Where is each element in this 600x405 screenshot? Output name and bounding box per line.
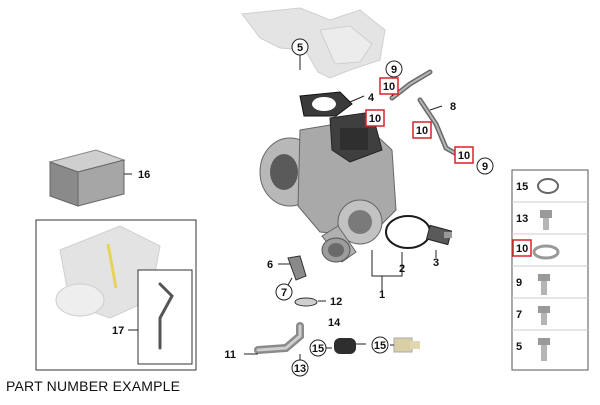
legend-item-5: 5 [516, 341, 522, 353]
svg-text:15: 15 [374, 340, 386, 352]
callout-10-top: 10 [379, 77, 399, 95]
callout-8: 8 [450, 101, 456, 113]
svg-text:10: 10 [369, 113, 381, 125]
callout-17: 17 [112, 325, 124, 337]
svg-text:6: 6 [267, 259, 273, 271]
legend-item-13: 13 [516, 213, 528, 225]
svg-text:17: 17 [112, 325, 124, 337]
callout-9-bottom: 9 [476, 157, 494, 175]
svg-text:1: 1 [379, 289, 385, 301]
fastener-legend-panel [511, 169, 589, 371]
callout-6: 6 [267, 259, 273, 271]
svg-text:13: 13 [294, 363, 306, 375]
callout-10-right: 10 [412, 121, 432, 139]
svg-text:8: 8 [450, 101, 456, 113]
legend-item-15: 15 [516, 181, 528, 193]
bracket-part [287, 255, 307, 281]
svg-text:15: 15 [312, 343, 324, 355]
sensor-part [425, 224, 453, 246]
legend-item-9: 9 [516, 277, 522, 289]
callout-1: 1 [379, 289, 385, 301]
svg-text:10: 10 [383, 81, 395, 93]
callout-12: 12 [330, 296, 342, 308]
callout-15-right: 15 [371, 336, 389, 354]
legend-labels: 15 13 10 9 7 5 [512, 181, 532, 353]
oil-line-part [389, 69, 463, 159]
callout-11: 11 [224, 349, 236, 361]
diagram-caption: PART NUMBER EXAMPLE [6, 378, 181, 394]
callout-10-mid: 10 [365, 109, 385, 127]
callout-7: 7 [275, 283, 293, 301]
svg-text:5: 5 [297, 42, 303, 54]
exhaust-manifold-ghost [241, 7, 386, 79]
svg-text:10: 10 [416, 125, 428, 137]
return-pipe-part [254, 322, 304, 354]
callout-14: 14 [328, 317, 341, 329]
svg-text:12: 12 [330, 296, 342, 308]
callout-13: 13 [291, 359, 309, 377]
callout-16: 16 [138, 169, 150, 181]
svg-text:10: 10 [458, 150, 470, 162]
legend-item-10: 10 [516, 243, 528, 255]
svg-text:3: 3 [433, 257, 439, 269]
svg-text:9: 9 [482, 161, 488, 173]
svg-text:16: 16 [138, 169, 150, 181]
callout-9-top: 9 [385, 60, 403, 78]
callout-2: 2 [399, 263, 405, 275]
callout-15-left: 15 [309, 339, 327, 357]
svg-text:4: 4 [368, 92, 375, 104]
hose-part [334, 337, 420, 354]
gasket-part [299, 91, 353, 117]
svg-text:2: 2 [399, 263, 405, 275]
callout-4: 4 [368, 92, 375, 104]
callout-5: 5 [291, 38, 309, 56]
washer-part [294, 297, 318, 307]
callout-10-lower: 10 [454, 146, 474, 164]
turbo-kit-box [48, 149, 126, 207]
inset-panel [35, 219, 197, 371]
callout-3: 3 [433, 257, 439, 269]
svg-text:14: 14 [328, 317, 341, 329]
turbocharger-part [259, 111, 397, 263]
legend-item-7: 7 [516, 309, 522, 321]
svg-text:11: 11 [224, 349, 236, 361]
o-ring-part [385, 215, 431, 249]
svg-text:7: 7 [281, 287, 287, 299]
svg-text:9: 9 [391, 64, 397, 76]
